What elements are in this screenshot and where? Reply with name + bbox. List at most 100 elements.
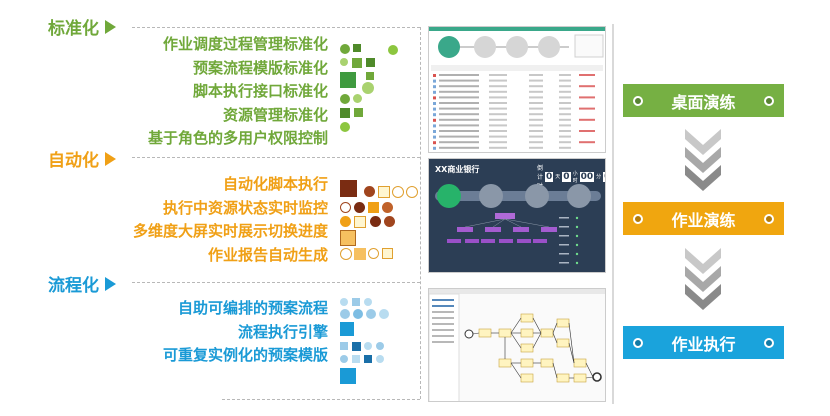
status-line bbox=[559, 217, 569, 219]
list-item: 基于角色的多用户权限控制 bbox=[147, 129, 328, 147]
row-text bbox=[489, 96, 507, 99]
divider bbox=[132, 282, 420, 283]
flow-edge bbox=[568, 322, 575, 364]
task-node bbox=[520, 373, 534, 383]
task-node bbox=[478, 328, 492, 338]
status-dot bbox=[575, 252, 579, 256]
divider bbox=[132, 27, 420, 28]
list-item: 预案流程模版标准化 bbox=[192, 58, 328, 77]
play-arrow-icon bbox=[105, 276, 116, 291]
tree-node bbox=[495, 213, 515, 219]
step-operation-execution: 作业执行 bbox=[623, 326, 784, 359]
row-text bbox=[529, 146, 543, 149]
task-node bbox=[556, 373, 570, 383]
row-text bbox=[529, 90, 543, 93]
row-text bbox=[489, 113, 507, 116]
list-item: 资源管理标准化 bbox=[222, 105, 328, 124]
task-node bbox=[520, 358, 534, 368]
flow-edge bbox=[552, 362, 558, 379]
row-text bbox=[559, 124, 571, 127]
sidebar-line bbox=[432, 299, 454, 301]
chevron-down-icon bbox=[685, 129, 721, 191]
status-line bbox=[559, 253, 569, 255]
row-text bbox=[489, 85, 507, 88]
step-label: 桌面演练 bbox=[671, 92, 736, 112]
decorative-shapes-green bbox=[340, 42, 410, 132]
dashboard-mock bbox=[435, 184, 601, 265]
decorative-shapes-blue bbox=[340, 298, 410, 388]
row-text bbox=[559, 79, 571, 82]
row-marker bbox=[433, 118, 436, 122]
list-item: 作业报告自动生成 bbox=[207, 245, 328, 264]
status-dot bbox=[575, 261, 579, 265]
tree-node bbox=[513, 227, 529, 232]
row-text bbox=[439, 118, 479, 121]
screenshot-process-management bbox=[428, 26, 606, 153]
divider bbox=[420, 27, 421, 399]
row-marker bbox=[433, 141, 436, 145]
row-text bbox=[529, 74, 543, 76]
bullet-dot-icon bbox=[764, 338, 774, 348]
bullet-dot-icon bbox=[764, 214, 774, 224]
task-node bbox=[540, 328, 554, 338]
status-line bbox=[559, 235, 569, 237]
tree-node bbox=[447, 239, 461, 243]
timer-unit: 小时 bbox=[572, 170, 578, 184]
sidebar-line bbox=[432, 329, 454, 331]
row-text bbox=[529, 96, 543, 99]
row-text bbox=[529, 141, 543, 144]
row-status bbox=[579, 141, 595, 144]
row-text bbox=[439, 74, 479, 76]
row-text bbox=[559, 118, 571, 121]
flow-edge bbox=[585, 362, 594, 378]
process-management-mock bbox=[429, 27, 605, 150]
status-line bbox=[559, 262, 569, 264]
list-item: 多维度大屏实时展示切换进度 bbox=[132, 222, 328, 240]
flow-edge bbox=[552, 332, 558, 344]
list-item: 自助可编排的预案流程 bbox=[177, 299, 328, 317]
section-heading-process: 流程化 bbox=[48, 271, 116, 296]
tree-edge bbox=[492, 218, 506, 228]
sidebar-line bbox=[432, 335, 454, 337]
task-node bbox=[573, 358, 587, 368]
bullet-dot-icon bbox=[633, 214, 643, 224]
row-text bbox=[559, 130, 571, 132]
dashboard-title: XX商业银行 bbox=[435, 165, 480, 174]
flow-edge bbox=[510, 362, 522, 379]
list-item: 可重复实例化的预案模版 bbox=[162, 346, 328, 364]
row-marker bbox=[433, 146, 436, 150]
row-text bbox=[529, 85, 543, 88]
row-text bbox=[529, 113, 543, 116]
section-heading-label: 标准化 bbox=[48, 19, 99, 39]
timer-seconds: 00 bbox=[603, 171, 605, 182]
row-text bbox=[439, 107, 479, 110]
task-node bbox=[573, 373, 587, 383]
row-marker bbox=[433, 79, 436, 83]
row-marker bbox=[433, 90, 436, 94]
countdown-timer: 倒计时 0 天 0 小时 00 分 00 秒 bbox=[537, 163, 605, 190]
step-label: 作业执行 bbox=[671, 334, 736, 354]
flow-edge bbox=[532, 332, 542, 349]
flow-edge bbox=[568, 342, 575, 364]
row-text bbox=[529, 102, 543, 104]
sidebar-line bbox=[432, 311, 454, 313]
row-status bbox=[579, 85, 595, 88]
row-marker bbox=[433, 124, 436, 128]
row-text bbox=[439, 90, 479, 93]
row-text bbox=[439, 85, 479, 88]
list-item: 流程执行引擎 bbox=[237, 322, 328, 341]
row-text bbox=[439, 79, 479, 82]
flow-edge bbox=[472, 332, 480, 335]
row-text bbox=[439, 141, 479, 144]
task-node bbox=[498, 358, 512, 368]
row-text bbox=[439, 96, 479, 99]
tree-edge bbox=[504, 218, 550, 228]
row-text bbox=[529, 118, 543, 121]
tree-node bbox=[541, 227, 557, 232]
flow-editor-mock bbox=[429, 289, 605, 401]
row-status bbox=[579, 130, 595, 132]
bullet-dot-icon bbox=[633, 338, 643, 348]
row-text bbox=[529, 79, 543, 82]
bullet-dot-icon bbox=[764, 96, 774, 106]
status-line bbox=[559, 226, 569, 228]
